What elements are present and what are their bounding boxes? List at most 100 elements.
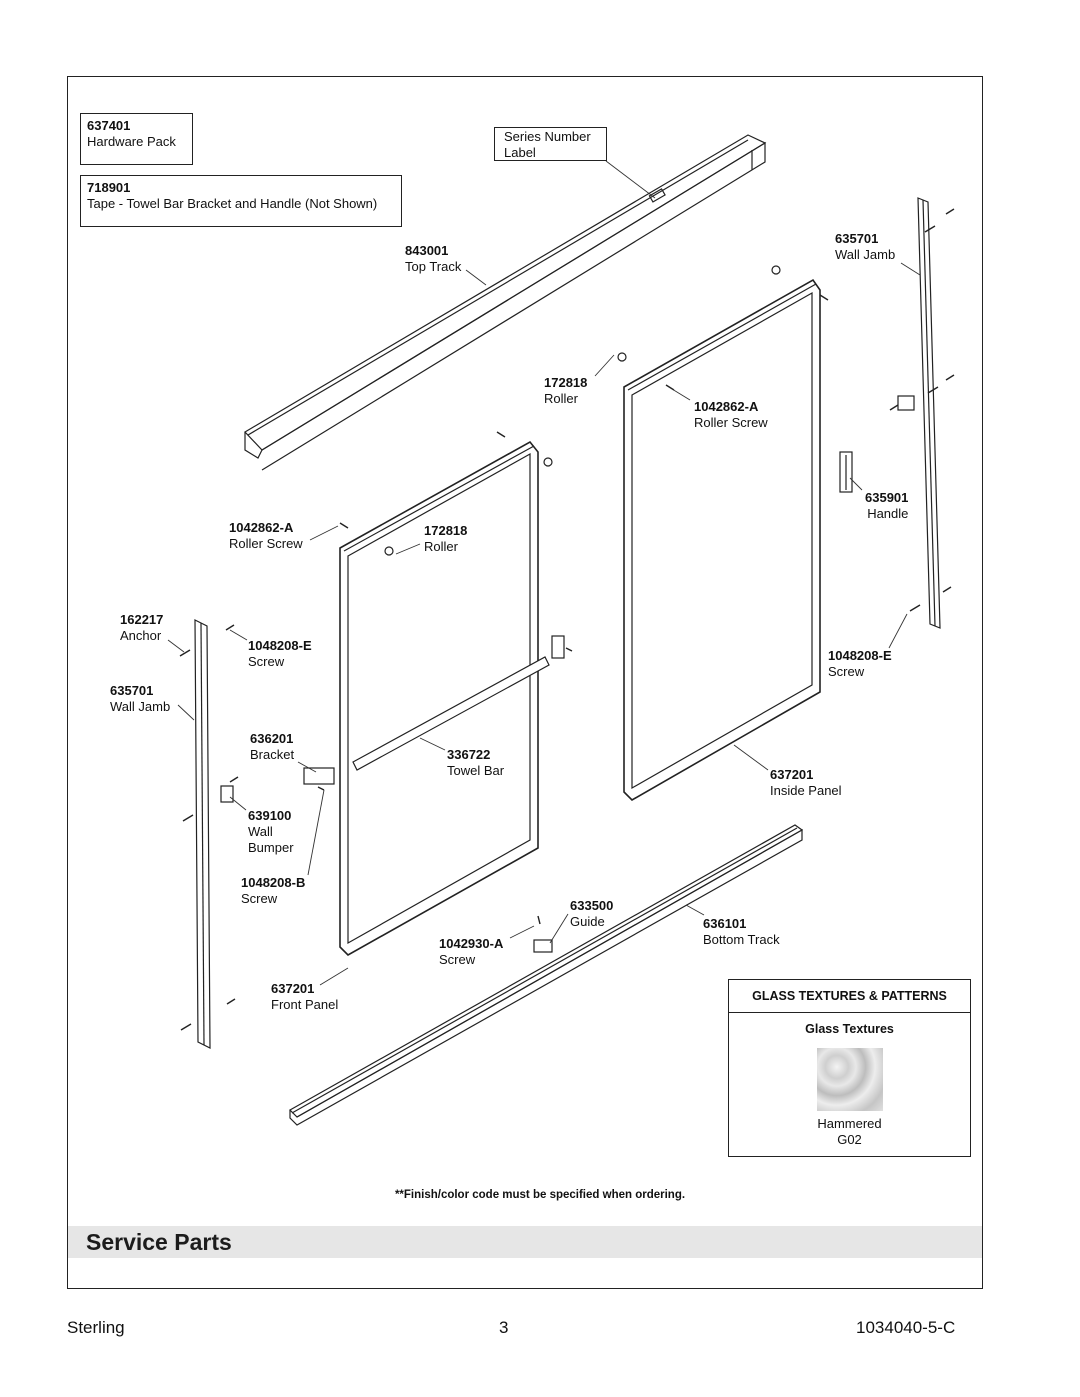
wall-jamb-right-number: 635701 [835,231,879,246]
series-line-1: Series Number [504,129,591,144]
bracket-name: Bracket [250,747,295,762]
callout-wall-bumper: 639100 Wall Bumper [248,808,294,856]
section-title-bar: Service Parts [68,1226,982,1258]
glass-texture-name: Hammered [817,1116,882,1131]
leader-lines [167,160,921,986]
callout-guide-screw: 1042930-A Screw [439,936,503,968]
roller-inside-number: 172818 [544,375,588,390]
hammered-glass-swatch [817,1048,883,1111]
callout-screw-left: 1048208-E Screw [248,638,312,670]
roller-front-name: Roller [424,539,458,554]
callout-wall-jamb-right: 635701 Wall Jamb [835,231,895,263]
roller-front-number: 172818 [424,523,468,538]
callout-screw-right: 1048208-E Screw [828,648,892,680]
top-track-drawing [244,134,767,471]
top-track-number: 843001 [405,243,449,258]
hardware-pack-box: 637401 Hardware Pack [80,113,193,165]
roller-front-drawing [384,546,394,556]
handle-number: 635901 [865,490,909,505]
screw-b-number: 1048208-B [241,875,306,890]
callout-towel-bar: 336722 Towel Bar [447,747,504,779]
glass-panel-subheading: Glass Textures [805,1022,894,1036]
roller-screw-inside-name: Roller Screw [694,415,768,430]
towel-bar-name: Towel Bar [447,763,505,778]
screws-drawing [179,208,955,1031]
guide-screw-name: Screw [439,952,476,967]
front-panel-name: Front Panel [271,997,339,1012]
callout-roller-inside: 172818 Roller [544,375,587,407]
right-bracket-drawing [897,395,915,411]
callout-bracket: 636201 Bracket [250,731,294,763]
roller-top-drawing [543,457,553,467]
wall-bumper-name-2: Bumper [248,840,294,855]
series-line-2: Label [504,145,536,160]
guide-drawing [533,939,553,953]
handle-drawing [839,451,853,493]
footer-page-number: 3 [499,1318,509,1337]
wall-bumper-name-1: Wall [248,824,273,839]
section-title: Service Parts [86,1229,232,1255]
hardware-pack-number: 637401 [87,118,131,133]
glass-textures-panel: GLASS TEXTURES & PATTERNS Glass Textures… [728,979,971,1157]
roller-inside-name: Roller [544,391,578,406]
callout-anchor: 162217 Anchor [120,612,163,644]
wall-bumper-number: 639100 [248,808,292,823]
towel-bar-end-bracket-drawing [551,635,565,659]
towel-bar-drawing [352,656,550,771]
handle-name: Handle [867,506,909,521]
inside-panel-drawing [623,278,821,801]
guide-number: 633500 [570,898,614,913]
callout-inside-panel: 637201 Inside Panel [770,767,842,799]
screw-left-number: 1048208-E [248,638,312,653]
hardware-pack-name: Hardware Pack [87,134,176,149]
callout-guide: 633500 Guide [570,898,613,930]
anchor-name: Anchor [120,628,162,643]
front-panel-number: 637201 [271,981,315,996]
bottom-track-number: 636101 [703,916,747,931]
callout-screw-b: 1048208-B Screw [241,875,305,907]
finish-color-note: **Finish/color code must be specified wh… [394,1189,686,1201]
bracket-drawing [303,767,335,785]
footer-doc-number: 1034040-5-C [856,1318,956,1337]
inside-panel-name: Inside Panel [770,783,842,798]
glass-texture-caption: Hammered G02 [729,1116,970,1148]
callout-roller-screw-inside: 1042862-A Roller Screw [694,399,768,431]
front-panel-drawing [339,440,539,956]
callout-front-panel: 637201 Front Panel [271,981,338,1013]
bottom-track-name: Bottom Track [703,932,780,947]
roller-inside-drawing [617,352,627,362]
towel-bar-number: 336722 [447,747,491,762]
tape-name: Tape - Towel Bar Bracket and Handle (Not… [87,196,378,211]
screw-b-name: Screw [241,891,278,906]
roller-screw-front-number: 1042862-A [229,520,294,535]
tape-number: 718901 [87,180,131,195]
bracket-number: 636201 [250,731,294,746]
callout-handle: 635901 Handle [865,490,908,522]
wall-jamb-right-name: Wall Jamb [835,247,896,262]
bottom-track-drawing [289,824,804,1126]
footer-brand: Sterling [67,1318,125,1337]
anchor-number: 162217 [120,612,164,627]
roller-screw-inside-number: 1042862-A [694,399,759,414]
top-track-name: Top Track [405,259,462,274]
callout-wall-jamb-left: 635701 Wall Jamb [110,683,170,715]
wall-jamb-left-number: 635701 [110,683,154,698]
screw-right-name: Screw [828,664,865,679]
guide-name: Guide [570,914,605,929]
callout-bottom-track: 636101 Bottom Track [703,916,780,948]
callout-top-track: 843001 Top Track [405,243,461,275]
roller-right-drawing [771,265,781,275]
screw-right-number: 1048208-E [828,648,892,663]
guide-screw-number: 1042930-A [439,936,504,951]
glass-texture-code: G02 [837,1132,862,1147]
left-wall-jamb-drawing [194,619,211,1049]
page-frame [67,76,983,1289]
wall-bumper-drawing [220,785,234,803]
series-number-label-box: Series Number Label [494,127,607,161]
callout-roller-screw-front: 1042862-A Roller Screw [229,520,303,552]
right-wall-jamb-drawing [917,197,941,629]
wall-jamb-left-name: Wall Jamb [110,699,171,714]
inside-panel-number: 637201 [770,767,814,782]
tape-box: 718901 Tape - Towel Bar Bracket and Hand… [80,175,402,227]
